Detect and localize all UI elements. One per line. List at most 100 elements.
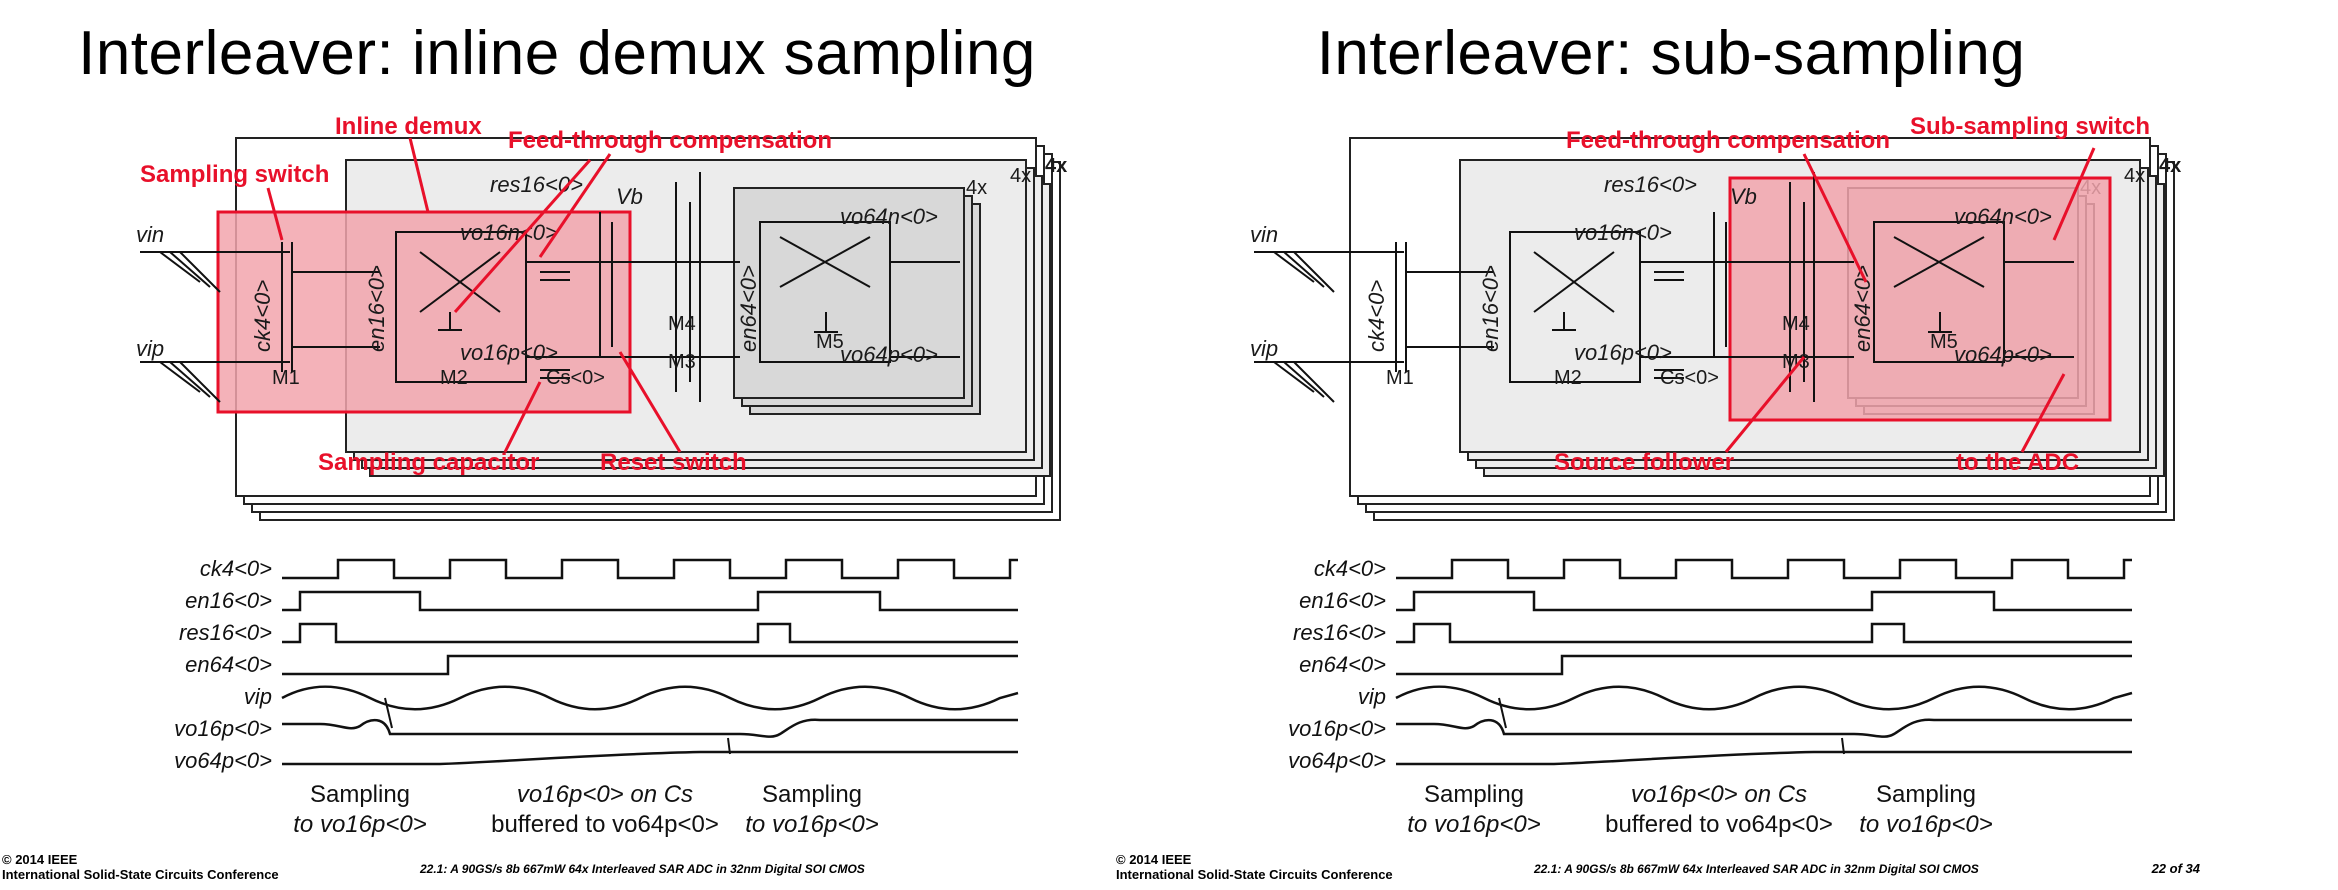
waveform-ck4 <box>1396 558 2132 580</box>
vb-label: Vb <box>616 184 643 209</box>
mult-label: 4x <box>2159 155 2181 177</box>
mult-label: 4x <box>1045 155 1067 177</box>
waveform-vo64p <box>1396 750 2132 766</box>
timing-captions: Sampling to vo16p<0> vo16p<0> on Cs buff… <box>293 781 878 838</box>
footer-copyright: © 2014 IEEE International Solid-State Ci… <box>1116 852 1393 882</box>
sub-sampling-highlight <box>1728 176 2112 422</box>
timing-label-en16: en16<0> <box>185 588 272 613</box>
page-number: 22 of 34 <box>2151 861 2200 876</box>
waveform-res16 <box>282 622 1018 644</box>
vin-label: vin <box>1250 222 1278 247</box>
vo16n-label: vo16n<0> <box>460 220 558 245</box>
annotation-to-the-adc: to the ADC <box>1956 449 2079 476</box>
vo64p-label: vo64p<0> <box>1954 342 2052 367</box>
caption-sampling-target-2: to vo16p<0> <box>1859 811 1992 838</box>
waveform-ck4 <box>282 558 1018 580</box>
en16-label: en16<0> <box>1478 265 1503 352</box>
waveform-vip <box>1395 685 2133 711</box>
circuit-diagram: 4x 4x 4x <box>136 113 1067 521</box>
caption-sampling-2: Sampling <box>762 781 862 808</box>
slide-sub-sampling: Interleaver: sub-sampling 4x 4x 4x <box>1114 0 2228 890</box>
timing-label-res16: res16<0> <box>1293 620 1386 645</box>
waveform-vo64p <box>282 750 1018 766</box>
timing-label-vo64p: vo64p<0> <box>174 748 272 773</box>
caption-sampling-target-2: to vo16p<0> <box>745 811 878 838</box>
timing-label-ck4: ck4<0> <box>1314 556 1386 581</box>
m1-label: M1 <box>1386 367 1414 389</box>
caption-sampling-target: to vo16p<0> <box>1407 811 1540 838</box>
vip-label: vip <box>136 336 164 361</box>
copyright-text: © 2014 IEEE <box>2 852 78 867</box>
timing-diagram: ck4<0> en16<0> res16<0> en64<0> vip vo16… <box>1288 556 2133 773</box>
waveform-vip <box>281 685 1019 711</box>
annotation-sampling-switch: Sampling switch <box>140 161 329 188</box>
caption-buffer: vo16p<0> on Cs <box>517 781 693 808</box>
annotation-feed-through: Feed-through compensation <box>508 127 832 154</box>
footer-copyright: © 2014 IEEE International Solid-State Ci… <box>2 852 279 882</box>
footer-paper-title: 22.1: A 90GS/s 8b 667mW 64x Interleaved … <box>1534 862 1979 876</box>
waveform-en16 <box>1396 590 2132 612</box>
m1-label: M1 <box>272 367 300 389</box>
slide-title: Interleaver: inline demux sampling <box>78 19 1036 88</box>
m4-label: M4 <box>668 313 696 335</box>
timing-label-vo16p: vo16p<0> <box>1288 716 1386 741</box>
annotation-source-follower: Source follower <box>1554 449 1734 476</box>
en64-label: en64<0> <box>736 265 761 352</box>
res16-label: res16<0> <box>1604 172 1697 197</box>
slide-inline-demux: Interleaver: inline demux sampling 4x 4x… <box>0 0 1114 890</box>
conference-text: International Solid-State Circuits Confe… <box>2 867 279 882</box>
annotation-sampling-capacitor: Sampling capacitor <box>318 449 539 476</box>
copyright-text: © 2014 IEEE <box>1116 852 1192 867</box>
footer-paper-title: 22.1: A 90GS/s 8b 667mW 64x Interleaved … <box>420 862 865 876</box>
waveform-en16 <box>282 590 1018 612</box>
waveform-vo16p <box>282 718 1018 738</box>
vo64n-label: vo64n<0> <box>1954 204 2052 229</box>
circuit-diagram: 4x 4x 4x vin vip <box>1250 113 2181 521</box>
vo16p-label: vo16p<0> <box>1574 340 1672 365</box>
en16-label: en16<0> <box>364 265 389 352</box>
ck4-label: ck4<0> <box>1364 280 1389 352</box>
timing-diagram: ck4<0> en16<0> res16<0> en64<0> vip vo16… <box>174 556 1019 773</box>
caption-sampling-target: to vo16p<0> <box>293 811 426 838</box>
vo16n-label: vo16n<0> <box>1574 220 1672 245</box>
annotation-feed-through: Feed-through compensation <box>1566 127 1890 154</box>
m2-label: M2 <box>440 367 468 389</box>
timing-label-vip: vip <box>244 684 272 709</box>
vo64p-label: vo64p<0> <box>840 342 938 367</box>
timing-label-vo64p: vo64p<0> <box>1288 748 1386 773</box>
timing-label-en64: en64<0> <box>185 652 272 677</box>
caption-sampling: Sampling <box>1424 781 1524 808</box>
m3-label: M3 <box>668 351 696 373</box>
timing-label-res16: res16<0> <box>179 620 272 645</box>
waveform-vo16p <box>1396 718 2132 738</box>
vb-label: Vb <box>1730 184 1757 209</box>
annotation-inline-demux: Inline demux <box>335 113 482 140</box>
mult-label: 4x <box>1010 165 1031 187</box>
cs-label: Cs<0> <box>546 367 605 389</box>
cs-label: Cs<0> <box>1660 367 1719 389</box>
caption-buffer-target: buffered to vo64p<0> <box>1605 811 1833 838</box>
timing-label-vo16p: vo16p<0> <box>174 716 272 741</box>
m4-label: M4 <box>1782 313 1810 335</box>
mult-label: 4x <box>966 177 987 199</box>
caption-sampling: Sampling <box>310 781 410 808</box>
timing-label-vip: vip <box>1358 684 1386 709</box>
m3-label: M3 <box>1782 351 1810 373</box>
timing-label-en16: en16<0> <box>1299 588 1386 613</box>
timing-captions: Sampling to vo16p<0> vo16p<0> on Cs buff… <box>1407 781 1992 838</box>
annotation-reset-switch: Reset switch <box>600 449 747 476</box>
conference-text: International Solid-State Circuits Confe… <box>1116 867 1393 882</box>
vin-label: vin <box>136 222 164 247</box>
vo16p-label: vo16p<0> <box>460 340 558 365</box>
timing-label-ck4: ck4<0> <box>200 556 272 581</box>
en64-label: en64<0> <box>1850 265 1875 352</box>
caption-buffer-target: buffered to vo64p<0> <box>491 811 719 838</box>
vip-label: vip <box>1250 336 1278 361</box>
waveform-res16 <box>1396 622 2132 644</box>
ck4-label: ck4<0> <box>250 280 275 352</box>
waveform-en64 <box>282 654 1018 676</box>
m5-label: M5 <box>1930 331 1958 353</box>
m5-label: M5 <box>816 331 844 353</box>
caption-sampling-2: Sampling <box>1876 781 1976 808</box>
vo64n-label: vo64n<0> <box>840 204 938 229</box>
